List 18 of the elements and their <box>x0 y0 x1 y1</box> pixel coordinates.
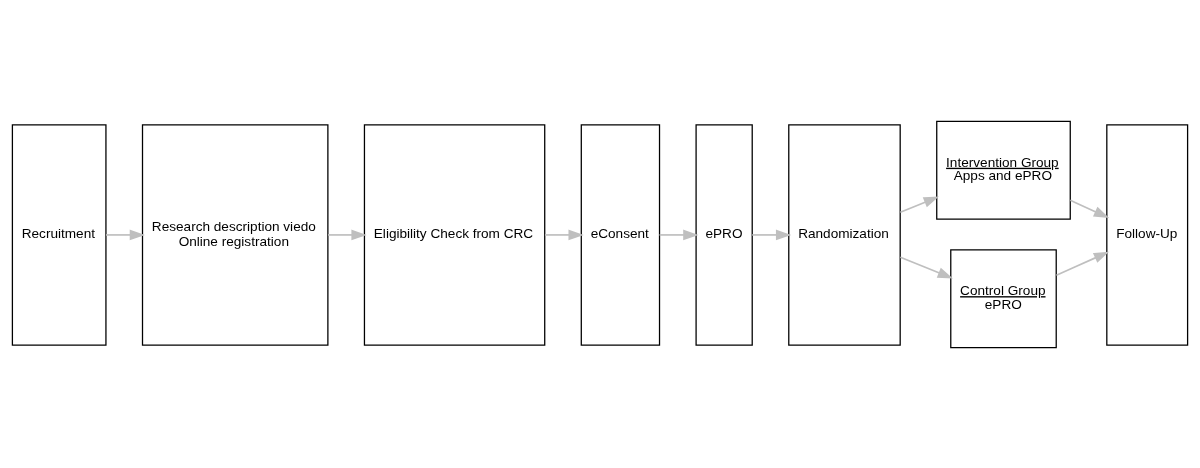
node-box: Control Group ePRO <box>950 248 1057 348</box>
arrow <box>1055 251 1110 276</box>
arrow <box>327 229 367 240</box>
arrow <box>544 229 584 240</box>
arrow <box>658 229 699 240</box>
node-box: Randomization <box>788 123 901 346</box>
node-box: Intervention Group Apps and ePRO <box>936 120 1071 220</box>
arrow <box>899 195 939 213</box>
arrow <box>751 229 792 240</box>
arrow <box>105 229 146 240</box>
node-box: ePRO <box>695 123 753 346</box>
node-box: Recruitment <box>11 123 107 346</box>
node-box: eConsent <box>580 123 661 346</box>
node-box: Follow-Up <box>1106 123 1189 346</box>
arrow <box>899 255 953 279</box>
node-box: Research description viedo Online registration <box>141 123 329 346</box>
node-box: Eligibility Check from CRC <box>363 123 546 346</box>
arrow <box>1069 199 1110 218</box>
